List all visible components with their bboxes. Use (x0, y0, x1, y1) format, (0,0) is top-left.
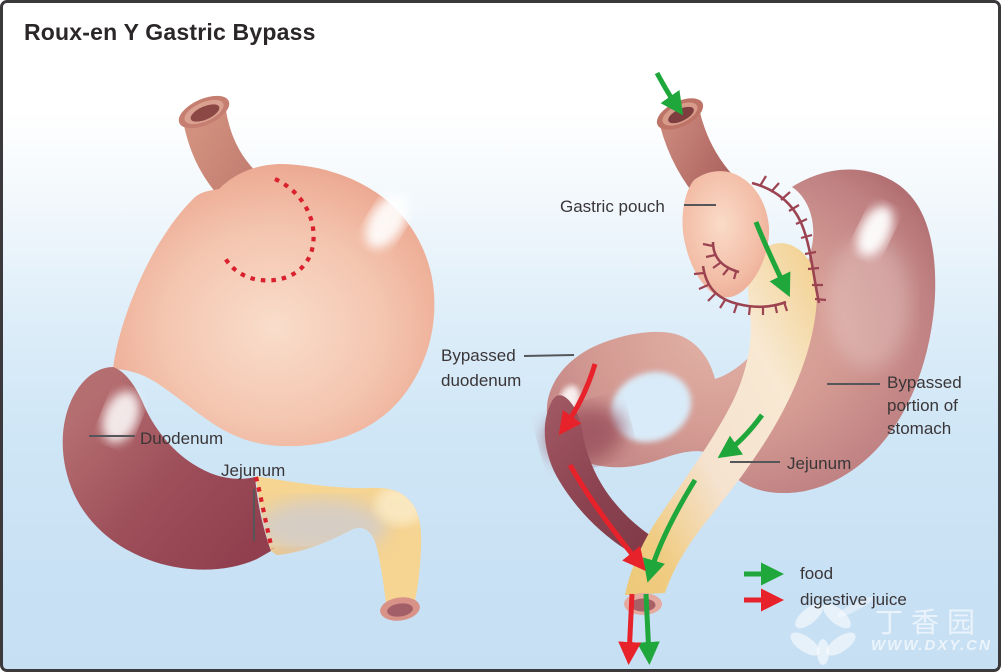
staple-line-pouch-bottom (702, 241, 740, 280)
food-arrow-exit (636, 593, 660, 665)
duodenum-highlight (102, 391, 140, 443)
food-arrows (636, 71, 791, 665)
juice-arrow-duodenum-top (558, 363, 598, 436)
food-arrow-jejunum-lower (642, 478, 698, 583)
anatomy-artwork (62, 71, 936, 665)
leader-bypassed-duodenum (523, 354, 575, 357)
label-jejunum-left: Jejunum (221, 461, 286, 480)
stomach-highlight (365, 194, 409, 248)
leader-lines (89, 204, 880, 541)
bypassed-duodenum-tube (544, 395, 677, 567)
food-arrow-esophagus (654, 71, 684, 116)
gastric-pouch (682, 171, 770, 298)
dxy-logo (790, 596, 873, 665)
stomach-body (113, 164, 435, 447)
esophagus-opening (178, 95, 230, 129)
label-jejunum-right: Jejunum (787, 454, 852, 473)
antrum-notch (610, 371, 692, 443)
food-arrow-pouch (753, 221, 791, 298)
legend-food-label: food (800, 564, 834, 583)
label-bypassed-portion-of-stomach: Bypassed portion of stomach (887, 373, 962, 438)
juice-arrow-duodenum-lower (567, 463, 646, 571)
jejunum-open-end (380, 597, 420, 621)
stomach-sheen (827, 237, 911, 369)
label-bypassed-duodenum: Bypassed duodenum (441, 346, 522, 390)
legend-digestive-juice-label: digestive juice (800, 590, 907, 609)
page-title: Roux-en Y Gastric Bypass (24, 19, 316, 45)
jejunum-roux-limb (625, 243, 817, 596)
watermark-site-name: 丁香园 (875, 607, 984, 638)
left-figure-art (62, 95, 435, 621)
watermark-site-url: WWW.DXY.CN (871, 637, 992, 654)
digestive-juice-arrows (558, 363, 646, 665)
legend-arrows (744, 562, 785, 612)
pouch-cut-guide-dotted-line (222, 177, 316, 283)
label-duodenum: Duodenum (140, 429, 224, 448)
juice-arrow-exit (618, 593, 642, 665)
food-arrow-jejunum-upper (717, 413, 765, 459)
label-gastric-pouch: Gastric pouch (560, 197, 665, 216)
duodenum-cut-dotted-line (253, 476, 275, 550)
right-figure-art (544, 71, 936, 665)
staple-line-pouch-right (751, 175, 827, 304)
staple-line-stomach-top (693, 265, 789, 316)
